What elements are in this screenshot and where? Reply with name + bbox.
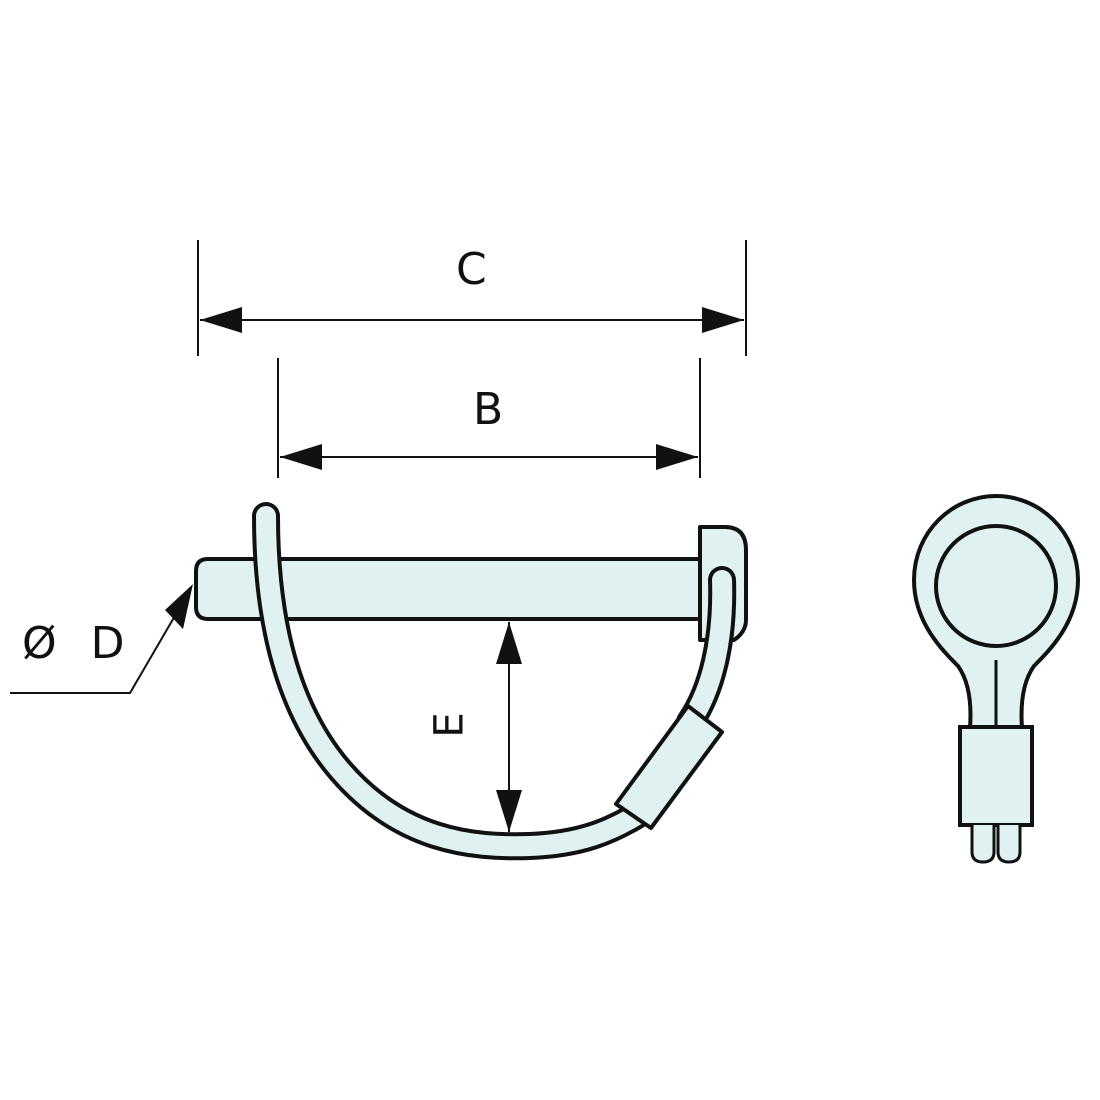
crimp-sleeve [614,704,724,830]
dimension-b [277,358,701,478]
diameter-leader [10,584,193,694]
dimension-c [197,240,747,356]
dimension-e [496,622,522,832]
dimension-d-label: Ø D [22,618,135,669]
pin-shaft [194,557,706,621]
wire-clip [252,502,737,861]
dimension-c-label: C [456,244,487,295]
dimension-e-label: E [426,712,473,738]
end-view [912,494,1080,864]
dimension-b-label: B [473,384,504,435]
